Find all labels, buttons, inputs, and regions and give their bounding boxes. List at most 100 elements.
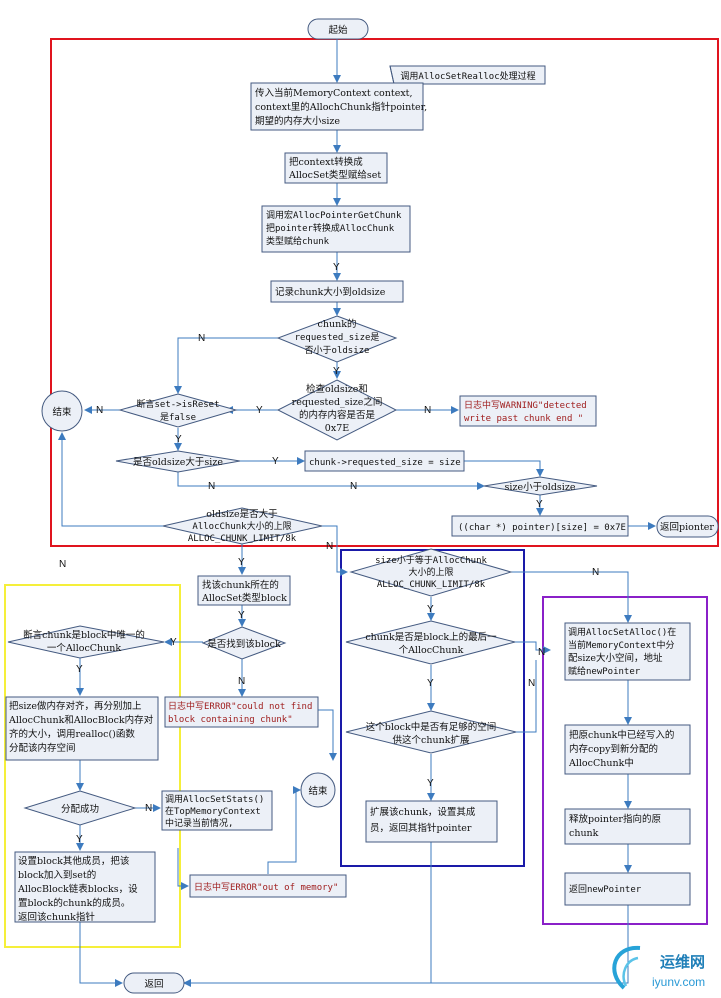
svg-text:在TopMemoryContext: 在TopMemoryContext (165, 805, 261, 817)
step-copy-memory: 把原chunk中已经写入的 内存copy到新分配的 AllocChunk中 (564, 724, 691, 775)
svg-text:扩展该chunk，设置其成: 扩展该chunk，设置其成 (370, 806, 476, 818)
svg-text:AllocBlock链表blocks，设: AllocBlock链表blocks，设 (17, 883, 138, 895)
error-block-box: 日志中写ERROR"could not find block containin… (164, 696, 319, 728)
svg-text:找该chunk所在的: 找该chunk所在的 (202, 579, 279, 591)
svg-text:一个AllocChunk: 一个AllocChunk (47, 643, 122, 654)
svg-text:日志中写WARNING"detected: 日志中写WARNING"detected (464, 399, 587, 411)
svg-text:返回newPointer: 返回newPointer (569, 883, 642, 895)
svg-text:分配成功: 分配成功 (61, 803, 99, 815)
step-extend-chunk: 扩展该chunk，设置其成 员，返回其指针pointer (365, 800, 498, 843)
svg-text:N: N (424, 405, 431, 416)
svg-text:大小的上限: 大小的上限 (408, 566, 453, 578)
svg-text:Y: Y (427, 778, 434, 789)
svg-text:是false: 是false (160, 412, 196, 423)
svg-text:的内存内容是否是: 的内存内容是否是 (299, 409, 376, 421)
svg-text:起始: 起始 (328, 24, 348, 36)
step-set-requested-size: chunk->requested_size = size (304, 450, 465, 472)
decision-oldsize-limit: oldsize是否大于 AllocChunk大小的上限 ALLOC_CHUNK_… (162, 507, 323, 545)
svg-text:设置block其他成员，把该: 设置block其他成员，把该 (18, 855, 129, 867)
step-input-params: 传入当前MemoryContext context, context里的Allo… (250, 82, 427, 131)
svg-text:Y: Y (175, 434, 182, 445)
svg-text:N: N (538, 647, 545, 658)
svg-text:N: N (59, 559, 66, 570)
region-purple (542, 596, 708, 925)
svg-text:Y: Y (238, 610, 245, 621)
svg-text:把原chunk中已经写入的: 把原chunk中已经写入的 (569, 729, 674, 741)
decision-check-0x7e: 检查oldsize和 requested_size之间 的内存内容是否是 0x7… (276, 379, 398, 441)
step-free-old: 释放pointer指向的原 chunk (564, 808, 691, 845)
decision-last-chunk: chunk是否是block上的最后一 个AllocChunk (345, 620, 516, 665)
svg-text:Y: Y (333, 262, 340, 273)
svg-text:齐的大小，调用realloc()函数: 齐的大小，调用realloc()函数 (9, 728, 135, 740)
start-node: 起始 (307, 18, 369, 40)
svg-text:结束: 结束 (308, 785, 328, 797)
svg-text:requested_size之间: requested_size之间 (292, 396, 383, 408)
svg-text:把pointer转换成AllocChunk: 把pointer转换成AllocChunk (266, 222, 395, 234)
svg-text:write past chunk end ": write past chunk end " (464, 414, 583, 424)
svg-text:检查oldsize和: 检查oldsize和 (306, 383, 368, 395)
decision-block-found: 是否找到该block (201, 626, 287, 660)
svg-text:是否找到该block: 是否找到该block (207, 638, 281, 650)
svg-text:Y: Y (333, 366, 340, 377)
svg-text:oldsize是否大于: oldsize是否大于 (206, 508, 277, 520)
region-red (50, 38, 719, 547)
svg-text:日志中写ERROR"could not find: 日志中写ERROR"could not find (168, 700, 312, 712)
svg-text:断言set->isReset: 断言set->isReset (136, 398, 219, 410)
svg-text:N: N (208, 481, 215, 492)
svg-text:运维网: 运维网 (660, 953, 705, 971)
svg-text:AllocChunk大小的上限: AllocChunk大小的上限 (192, 520, 291, 532)
end-node-2: 结束 (300, 772, 336, 808)
svg-text:结束: 结束 (52, 406, 72, 418)
svg-text:N: N (238, 676, 245, 687)
svg-text:传入当前MemoryContext context,: 传入当前MemoryContext context, (255, 87, 413, 99)
svg-text:期望的内存大小size: 期望的内存大小size (255, 115, 340, 127)
svg-text:Y: Y (427, 678, 434, 689)
svg-text:分配该内存空间: 分配该内存空间 (9, 742, 76, 754)
step-realloc: 把size做内存对齐，再分别加上 AllocChunk和AllocBlock内存… (5, 696, 159, 761)
svg-text:chunk是否是block上的最后一: chunk是否是block上的最后一 (365, 631, 497, 643)
svg-text:Y: Y (76, 664, 83, 675)
decision-enough-space: 这个block中是否有足够的空间 供这个chunk扩展 (345, 710, 517, 754)
step-alloc-stats: 调用AllocSetStats() 在TopMemoryContext 中记录当… (161, 790, 273, 831)
decision-alloc-success: 分配成功 (23, 790, 137, 826)
svg-text:中记录当前情况,: 中记录当前情况, (165, 817, 233, 829)
decision-only-chunk: 断言chunk是block中唯一的 一个AllocChunk (7, 625, 165, 659)
svg-text:N: N (528, 678, 535, 689)
return-pointer-node: 返回pionter (656, 515, 719, 538)
svg-text:返回该chunk指针: 返回该chunk指针 (18, 911, 95, 923)
step-set-block-members: 设置block其他成员，把该 block加入到set的 AllocBlock链表… (14, 851, 156, 923)
svg-text:Y: Y (536, 499, 543, 510)
step-return-newpointer: 返回newPointer (564, 872, 691, 906)
note-realloc: 调用AllocSetRealloc处理过程 (364, 65, 546, 91)
svg-text:当前MemoryContext中分: 当前MemoryContext中分 (568, 639, 674, 651)
svg-text:chunk的: chunk的 (318, 318, 357, 330)
svg-text:记录chunk大小到oldsize: 记录chunk大小到oldsize (275, 286, 386, 298)
svg-text:N: N (326, 541, 333, 552)
step-find-block: 找该chunk所在的 AllocSet类型block (197, 575, 291, 606)
svg-text:N: N (350, 481, 357, 492)
svg-text:这个block中是否有足够的空间: 这个block中是否有足够的空间 (366, 721, 496, 733)
step-record-oldsize: 记录chunk大小到oldsize (270, 280, 404, 303)
svg-text:ALLOC_CHUNK_LIMIT/8k: ALLOC_CHUNK_LIMIT/8k (188, 534, 297, 544)
connectors (58, 37, 656, 987)
svg-text:Y: Y (238, 557, 245, 568)
svg-text:0x7E: 0x7E (325, 423, 349, 434)
svg-text:requested_size是: requested_size是 (295, 332, 380, 343)
svg-text:N: N (592, 567, 599, 578)
svg-text:返回: 返回 (144, 978, 163, 990)
svg-text:释放pointer指向的原: 释放pointer指向的原 (569, 813, 661, 825)
decision-assert-isreset: 断言set->isReset 是false (118, 393, 238, 428)
branch-labels: Y N Y Y N N Y Y N N Y Y N N Y N Y Y Y N … (59, 262, 599, 845)
step-alloc-new: 调用AllocSetAlloc()在 当前MemoryContext中分 配si… (564, 622, 691, 681)
svg-text:chunk: chunk (569, 828, 599, 839)
svg-text:赋给newPointer: 赋给newPointer (568, 665, 641, 677)
svg-text:类型赋给chunk: 类型赋给chunk (266, 235, 330, 247)
svg-text:把context转换成: 把context转换成 (289, 156, 363, 168)
svg-text:iyunv.com: iyunv.com (652, 975, 705, 989)
svg-text:Y: Y (427, 604, 434, 615)
svg-text:ALLOC_CHUNK_LIMIT/8k: ALLOC_CHUNK_LIMIT/8k (377, 580, 486, 590)
decision-requested-size: chunk的 requested_size是 否小于oldsize (276, 315, 398, 363)
svg-text:Y: Y (272, 456, 279, 467)
svg-text:置block的chunk的成员。: 置block的chunk的成员。 (18, 897, 130, 909)
svg-text:N: N (96, 405, 103, 416)
